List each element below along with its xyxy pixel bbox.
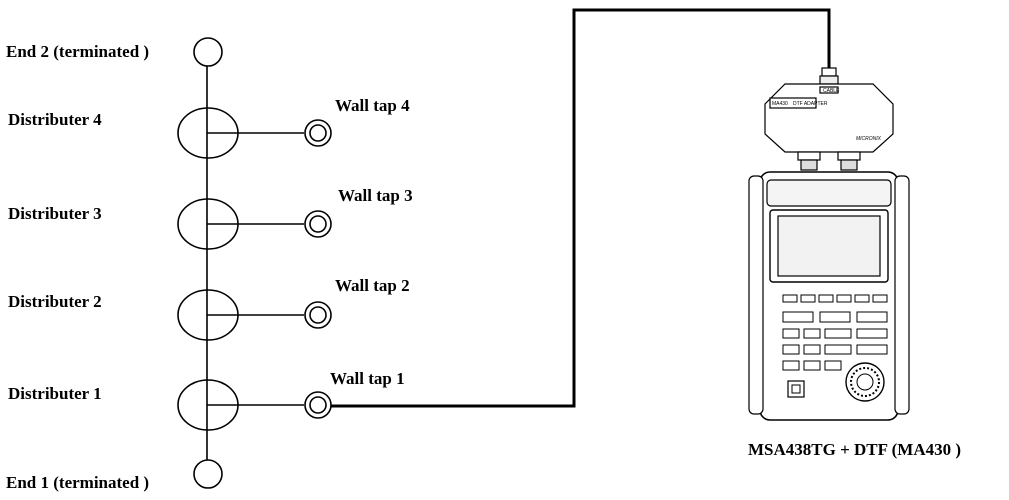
adapter-desc-text: DTF ADAPTER [793,101,828,107]
cable-port-text: CABLE [823,88,840,94]
distributer2-label: Distributer 2 [8,292,102,311]
end1-label: End 1 (terminated ) [6,473,150,492]
instrument-label: MSA438TG + DTF (MA430 ) [748,440,962,459]
instrument-device [748,67,910,421]
walltap1-label: Wall tap 1 [330,369,405,388]
end1-terminator [193,459,223,489]
brand-text: MICRONIX [856,136,882,142]
end2-terminator [193,37,223,67]
walltap3-label: Wall tap 3 [338,186,413,205]
walltap2-socket [304,301,332,329]
distributer1-label: Distributer 1 [8,384,102,403]
walltap4-socket [304,119,332,147]
walltap1-socket [304,391,332,419]
walltap2-label: Wall tap 2 [335,276,410,295]
walltap3-socket [304,210,332,238]
test-cable [331,8,831,408]
end2-label: End 2 (terminated ) [6,42,150,61]
distributer4-label: Distributer 4 [8,110,102,129]
walltap4-label: Wall tap 4 [335,96,410,115]
distributer3-label: Distributer 3 [8,204,102,223]
adapter-model-text: MA430 [772,101,788,107]
